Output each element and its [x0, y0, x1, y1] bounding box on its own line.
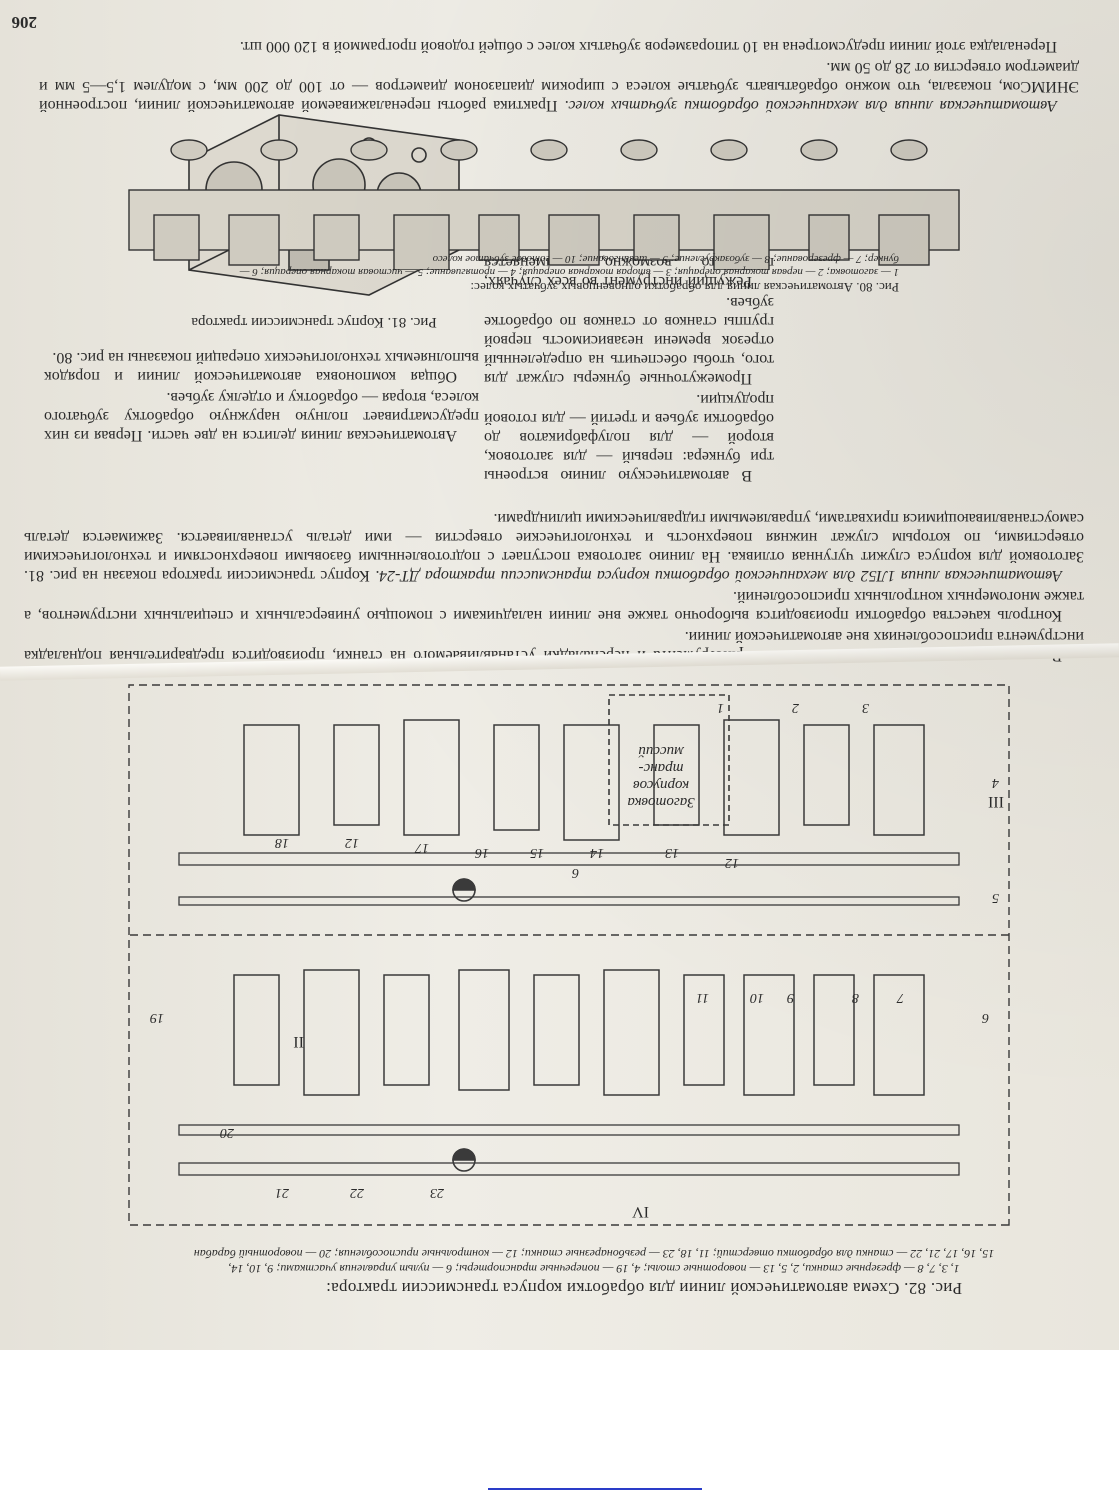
- text-block-bottom: Вследствие сложности замены изношенного …: [24, 507, 1084, 665]
- fig82-num-20: 20: [220, 1125, 234, 1140]
- printed-page-rotated: 206 Рис. 82. Схема автоматической линии …: [11, 13, 1085, 1298]
- fig82-section-II: II: [293, 1033, 304, 1050]
- fig82-num-15: 15: [530, 845, 544, 860]
- fig82-caption: Рис. 82. Схема автоматической линии для …: [325, 1279, 963, 1298]
- fig82-num-9: 9: [787, 990, 794, 1005]
- fig82-num-13: 13: [665, 845, 679, 860]
- fig82-num-21: 21: [275, 1185, 289, 1200]
- fig82-num-6a: 6: [982, 1010, 989, 1025]
- col-bottom-p3: Автоматическая линия 1Л52 для механическ…: [24, 509, 1084, 585]
- machine-stations-lower: [243, 719, 925, 841]
- photographed-book-page: 206 Рис. 82. Схема автоматической линии …: [0, 0, 1119, 1350]
- fig82-num-14: 14: [590, 845, 604, 860]
- col-mid-p2: Общая компоновка автоматической линии и …: [44, 349, 479, 385]
- fig82-num-19: 19: [150, 1010, 164, 1025]
- col-bottom-p2: Контроль качества обработки производится…: [24, 588, 1084, 624]
- fig82-num-6b: 6: [572, 865, 579, 880]
- fig82-legend-2: 15, 16, 17, 21, 22 — станки для обработк…: [193, 1247, 995, 1261]
- conveyor-row-upper: [178, 852, 960, 906]
- fig82-num-7: 7: [897, 990, 904, 1005]
- fig82-num-22: 22: [350, 1185, 364, 1200]
- fig82-num-10: 10: [750, 990, 764, 1005]
- fig82-diagram: [128, 684, 1010, 1226]
- fig82-num-12b: 12: [345, 835, 359, 850]
- fig80-gear-line-drawing: [128, 139, 960, 270]
- fig80-legend: 1 — заготовка; 2 — первая токарная опера…: [239, 253, 899, 278]
- conveyor-row-lower: [178, 1124, 960, 1176]
- fig82-section-IV: IV: [632, 1203, 649, 1220]
- fig82-num-1: 1: [717, 700, 724, 715]
- col-mid-p1: Автоматическая линия делится на две част…: [44, 389, 479, 444]
- fig82-num-5: 5: [992, 890, 999, 905]
- fig82-num-12a: 12: [725, 855, 739, 870]
- text-column-mid: Автоматическая линия делится на две част…: [44, 346, 479, 445]
- col-right-p2: Промежуточные бункеры служат для того, ч…: [484, 294, 774, 387]
- machine-stations-upper: [233, 969, 925, 1096]
- fig82-num-2: 2: [792, 700, 799, 715]
- col-left-p1: Автоматическая линия для механической об…: [39, 58, 1079, 115]
- fig82-blank-label: Заготовка корпусов транс- миссий: [627, 743, 695, 810]
- fig82-num-16: 16: [475, 845, 489, 860]
- fig82-section-III: III: [988, 793, 1004, 810]
- text-column-top: Автоматическая линия для механической об…: [39, 35, 1079, 115]
- col-left-p2: Переналадка этой линии предусмотрена на …: [239, 38, 1057, 55]
- fig81-caption: Рис. 81. Корпус трансмиссии трактора: [191, 314, 437, 330]
- fig82-legend-1: 1, 3, 7, 8 — фрезерные станки, 2, 5, 13 …: [228, 1262, 960, 1276]
- fig82-num-17: 17: [415, 840, 429, 855]
- col-bottom-p3-title: Автоматическая линия 1Л52 для механическ…: [375, 567, 1062, 584]
- fig82-num-18: 18: [275, 835, 289, 850]
- col-right-p1: В автоматическую линию встроены три бунк…: [484, 391, 774, 484]
- fig82-num-11: 11: [696, 990, 709, 1005]
- fig82-num-8: 8: [852, 990, 859, 1005]
- fig80-caption: Рис. 80. Автоматическая линия для обрабо…: [470, 280, 899, 295]
- fig82-num-4: 4: [992, 775, 999, 790]
- fig82-num-23: 23: [430, 1185, 444, 1200]
- fig82-num-3: 3: [862, 700, 869, 715]
- page-number: 206: [11, 13, 38, 32]
- bottom-blue-underline[interactable]: [488, 1488, 702, 1490]
- col-left-p1-title: Автоматическая линия для механической об…: [564, 97, 1057, 114]
